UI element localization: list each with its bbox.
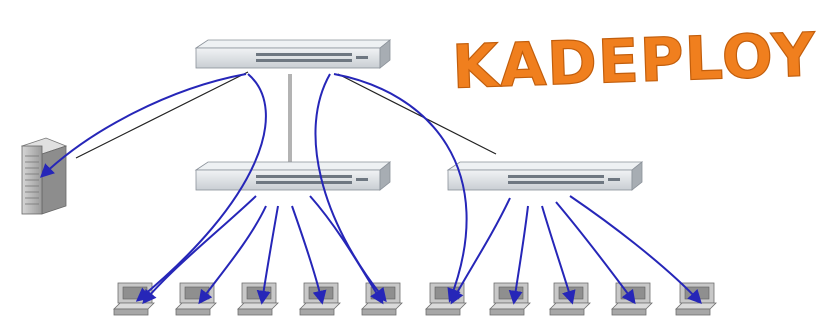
arrow-right-switch-to-pc-7: [508, 205, 529, 305]
deployment-arrows: [39, 73, 702, 305]
desktop-computer-icon: [113, 282, 155, 316]
computers: [113, 282, 717, 316]
network-switch-icon: [446, 161, 644, 191]
arrow-left-switch-to-pc-4: [291, 205, 327, 305]
desktop-computer-icon: [549, 282, 591, 316]
cable-core-to-switch-right: [337, 73, 497, 155]
arrow-right-switch-to-pc-10: [569, 195, 702, 305]
arrow-left-switch-to-pc-2: [198, 205, 267, 305]
arrow-right-switch-to-pc-9: [555, 201, 636, 305]
arrow-left-switch-to-pc-3: [256, 205, 279, 305]
desktop-computer-icon: [489, 282, 531, 316]
cable-server-to-core: [75, 71, 249, 159]
plain-cables: [75, 71, 497, 159]
desktop-computer-icon: [237, 282, 279, 316]
server-tower-icon: [20, 137, 68, 215]
network-switch-icon: [194, 39, 392, 69]
arrow-right-switch-to-pc-6: [450, 197, 511, 305]
arrow-core-to-server: [39, 73, 247, 178]
arrow-right-switch-to-pc-8: [541, 205, 576, 305]
arrow-core-to-pc-1: [135, 73, 267, 302]
arrow-left-switch-to-pc-1: [142, 195, 257, 305]
kadeploy-logo: KADEPLOY: [450, 20, 818, 104]
desktop-computer-icon: [299, 282, 341, 316]
logo-text: KADEPLOY: [451, 20, 818, 103]
desktop-computer-icon: [361, 282, 403, 316]
network-switch-icon: [194, 161, 392, 191]
arrow-left-switch-to-pc-5: [309, 195, 384, 305]
arrow-core-to-pc-6: [333, 73, 468, 303]
